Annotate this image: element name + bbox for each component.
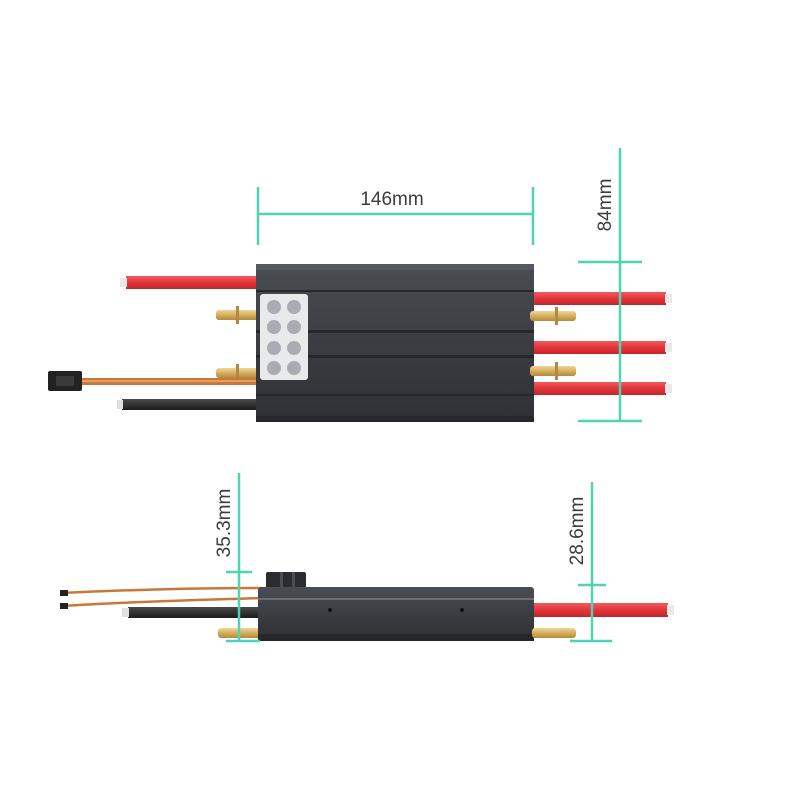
bullet-connector-left-top [216, 306, 260, 324]
width-dimension [578, 148, 642, 423]
battery-positive-wire [120, 276, 260, 289]
capacitor-bank [260, 294, 308, 380]
battery-negative-wire [117, 399, 260, 410]
motor-wire-b [534, 341, 672, 354]
battery-negative-wire-side [122, 607, 262, 618]
total-height-dimension [226, 473, 260, 643]
length-dimension [256, 187, 535, 245]
servo-signal-lead [48, 371, 260, 391]
esc-top-view [48, 264, 672, 422]
esc-case-side [258, 587, 534, 641]
case-height-label: 28.6mm [567, 497, 588, 566]
motor-wire-a [534, 292, 672, 305]
case-height-dimension [570, 482, 612, 643]
bullet-connector-right-bottom [530, 362, 576, 380]
capacitor-block-side [266, 572, 306, 588]
bullet-connector-left-bottom [216, 364, 260, 382]
total-height-label: 35.3mm [214, 489, 235, 558]
servo-signal-lead-side [60, 586, 263, 609]
length-label: 146mm [360, 189, 423, 210]
motor-wire-side [534, 603, 674, 617]
bullet-connector-side-right [532, 628, 576, 638]
esc-case-top [256, 264, 534, 422]
esc-side-view [60, 572, 674, 641]
width-label: 84mm [595, 179, 616, 232]
bullet-connector-right-top [530, 307, 576, 325]
motor-wire-c [534, 382, 672, 395]
